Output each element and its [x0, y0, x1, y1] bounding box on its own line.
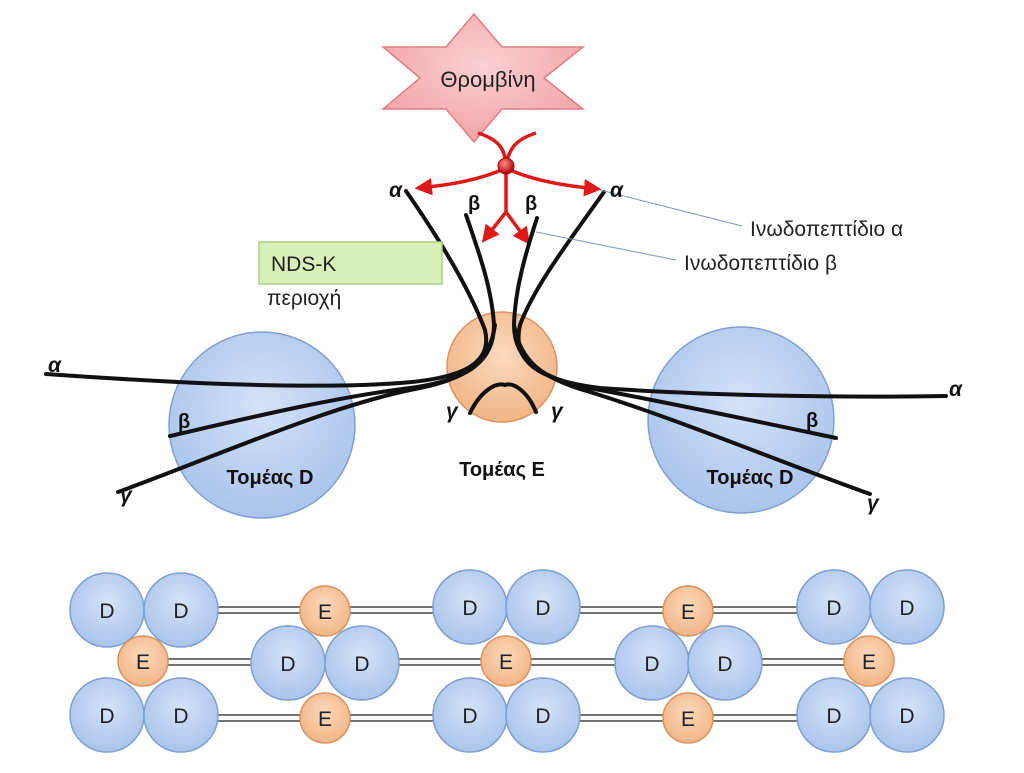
chain-alpha-left	[44, 189, 489, 388]
label-alpha-left: α	[48, 354, 62, 377]
label-beta-top-right: β	[525, 193, 537, 215]
fibrinopeptide-pointer-lines	[535, 189, 743, 261]
polymer-d: D	[462, 597, 477, 620]
polymer-e: E	[862, 651, 876, 674]
polymer-d: D	[173, 600, 188, 623]
domain-d-left	[168, 331, 356, 519]
polymer-d: D	[99, 600, 114, 623]
label-gamma-right: γ	[867, 492, 880, 515]
domain-d-left-label: Τομέας D	[227, 467, 314, 489]
fibrin-polymer: D D E D D E D D E D D E D	[69, 569, 945, 753]
gamma-loop-left	[468, 382, 507, 415]
polymer-d: D	[826, 597, 841, 620]
polymer-d: D	[644, 653, 659, 676]
polymer-d: D	[462, 705, 477, 728]
polymer-d: D	[826, 705, 841, 728]
label-alpha-right: α	[949, 378, 963, 401]
label-alpha-top-right: α	[610, 179, 624, 202]
gamma-loop-right	[503, 382, 538, 414]
polymer-row-2: E D D E D D E	[117, 625, 895, 701]
chain-gamma-right	[512, 323, 872, 496]
nds-k-box	[258, 241, 443, 285]
polymer-d: D	[280, 653, 295, 676]
polymer-row-1: D D E D D E D D	[69, 569, 945, 648]
label-gamma-left: γ	[120, 484, 133, 507]
polymer-d: D	[899, 705, 914, 728]
label-beta-right: β	[806, 410, 818, 432]
polymer-d: D	[173, 705, 188, 728]
polymer-d: D	[717, 653, 732, 676]
chain-gamma-left	[116, 323, 497, 494]
nds-k-region-label: περιοχή	[267, 287, 341, 310]
polymer-d: D	[535, 597, 550, 620]
fibrinopeptide-a-label: Ινωδοπεπτίδιο α	[750, 218, 903, 241]
polymer-e: E	[681, 708, 695, 731]
polymer-d: D	[99, 705, 114, 728]
label-beta-left: β	[178, 411, 190, 433]
fibrinopeptide-b-label: Ινωδοπεπτίδιο β	[684, 252, 837, 275]
label-beta-top-left: β	[468, 193, 480, 215]
polymer-d: D	[899, 597, 914, 620]
label-gamma-center-left: γ	[446, 400, 459, 423]
thrombin-shape	[380, 12, 586, 144]
polypeptide-chains	[44, 189, 948, 496]
polymer-row-3: D D E D D E D D	[69, 677, 945, 753]
polymer-e: E	[136, 651, 150, 674]
polymer-d: D	[354, 653, 369, 676]
thrombin-cleavage-arrows	[414, 131, 602, 245]
polymer-e: E	[681, 601, 695, 624]
polymer-e: E	[318, 708, 332, 731]
domain-e-label: Τομέας E	[459, 459, 545, 481]
nds-k-label: NDS-K	[271, 253, 336, 276]
thrombin-label: Θρομβίνη	[440, 67, 535, 92]
polymer-d: D	[535, 705, 550, 728]
label-gamma-center-right: γ	[551, 400, 564, 423]
polymer-e: E	[499, 651, 513, 674]
label-alpha-top-left: α	[389, 179, 403, 202]
domain-d-right-label: Τομέας D	[707, 467, 794, 489]
thrombin-active-site-dot	[497, 157, 515, 175]
domain-e-center	[446, 311, 558, 423]
polymer-e: E	[318, 601, 332, 624]
